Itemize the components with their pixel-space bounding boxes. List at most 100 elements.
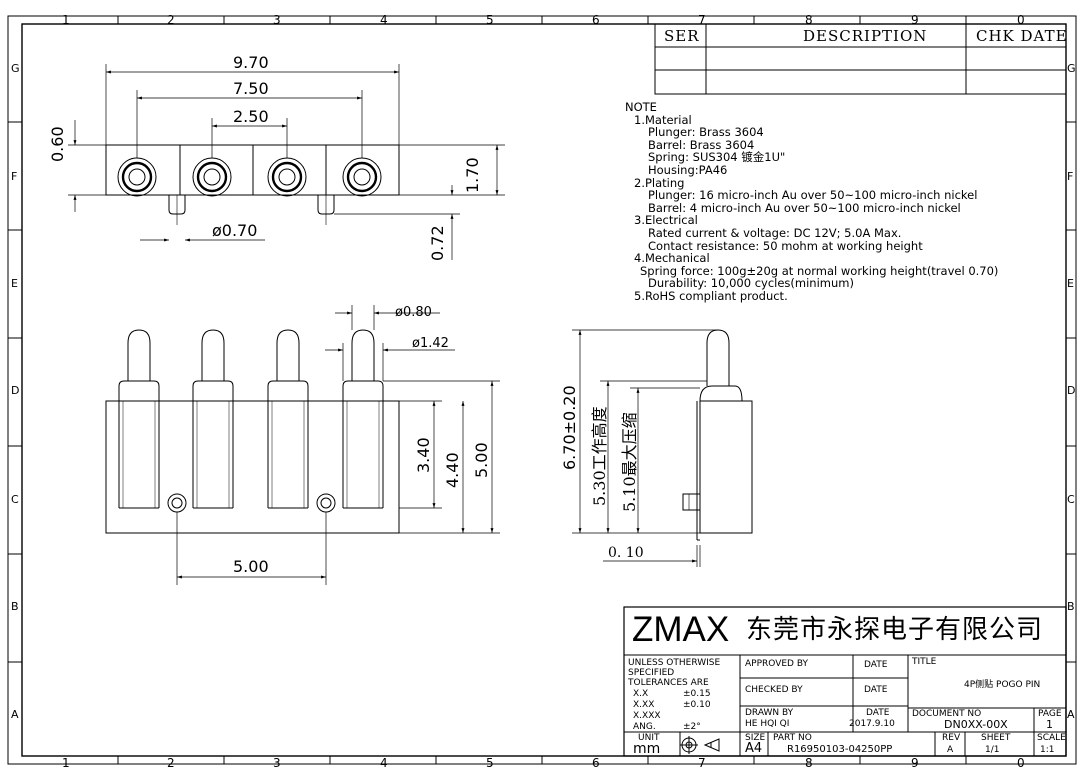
frame-row-label: F (11, 170, 18, 183)
front-view-housing (105, 400, 400, 534)
revision-table (654, 23, 1067, 95)
frame-col-label: 2 (167, 756, 175, 770)
frame-col-label: 0 (1017, 13, 1025, 27)
drawn-by-label: DRAWN BY (745, 708, 794, 718)
rev-header-ser: SER (664, 27, 700, 45)
page-value: 1 (1046, 718, 1053, 731)
frame-col-label: 8 (805, 756, 813, 770)
title-block (623, 606, 1067, 757)
frame-col-label: 6 (592, 756, 600, 770)
frame-row-label: G (1067, 62, 1076, 75)
date-label: DATE (866, 708, 890, 718)
scale-label: SCALE (1037, 733, 1066, 743)
dim-height-4-40: 4.40 (443, 452, 462, 488)
rev-header-description: DESCRIPTION (803, 27, 928, 45)
note-line: Spring force: 100g±20g at normal working… (640, 263, 999, 278)
dim-height-5-00: 5.00 (472, 442, 491, 478)
note-line: 5.RoHS compliant product. (634, 288, 788, 303)
dim-height: 1.70 (463, 157, 482, 193)
rev-label: REV (942, 733, 961, 743)
dim-working-height: 5.30工作高度 (590, 406, 609, 506)
frame-row-label: C (11, 493, 19, 506)
side-view (682, 329, 753, 541)
dim-outer-pitch: 7.50 (233, 79, 269, 98)
note-line: Barrel: 4 micro-inch Au over 50~100 micr… (648, 200, 961, 215)
dim-peg-diameter: ø0.70 (212, 221, 258, 240)
note-line: Rated current & voltage: DC 12V; 5.0A Ma… (648, 225, 902, 240)
frame-col-label: 2 (167, 13, 175, 27)
frame-col-label: 5 (486, 13, 494, 27)
notes-block: NOTE 1.Material Plunger: Brass 3604 Barr… (625, 101, 998, 303)
size-label: SIZE (745, 733, 766, 743)
frame-row-label: C (1067, 493, 1075, 506)
checked-by-label: CHECKED BY (745, 685, 803, 695)
front-view-dimensions (176, 305, 500, 585)
note-line: Contact resistance: 50 mohm at working h… (648, 238, 923, 253)
date-label: DATE (864, 660, 888, 670)
frame-zone-ticks (8, 16, 1076, 764)
note-line: 2.Plating (634, 175, 685, 190)
dim-plunger-diameter: ø0.80 (395, 305, 432, 320)
dim-peg-spacing: 5.00 (233, 557, 269, 576)
side-view-dimensions (572, 329, 718, 567)
notes-title: NOTE (625, 100, 657, 114)
note-line: 3.Electrical (634, 213, 698, 228)
note-line: Housing:PA46 (648, 162, 728, 177)
note-line: Barrel: Brass 3604 (648, 137, 755, 152)
frame-col-label: 6 (592, 13, 600, 27)
top-view (105, 144, 400, 225)
frame-row-label: A (11, 708, 19, 721)
tolerance-key: X.X (633, 689, 649, 699)
dim-total-height: 6.70±0.20 (560, 385, 579, 470)
sheet-label: SHEET (981, 733, 1011, 743)
tolerance-value: ±0.10 (683, 700, 711, 710)
size-value: A4 (745, 741, 763, 756)
frame-row-label: F (1067, 170, 1074, 183)
side-view-housing (699, 400, 753, 534)
note-line: Durability: 10,000 cycles(minimum) (648, 276, 854, 291)
unit-value: mm (633, 741, 661, 757)
dim-height-3-40: 3.40 (414, 437, 433, 473)
front-view (105, 329, 400, 534)
note-line: Plunger: Brass 3604 (648, 125, 764, 140)
dim-thickness: 0.60 (48, 126, 67, 162)
date-label: DATE (864, 685, 888, 695)
dim-pitch: 2.50 (233, 107, 269, 126)
projection-symbol-icon (680, 736, 720, 754)
dim-barrel-diameter: ø1.42 (412, 336, 449, 351)
tolerance-value: ±0.15 (683, 689, 711, 699)
frame-col-label: 1 (62, 756, 70, 770)
tolerance-key: ANG. (633, 722, 656, 732)
front-view-pins (118, 329, 384, 401)
tolerance-heading: UNLESS OTHERWISE SPECIFIED TOLERANCES AR… (628, 658, 721, 688)
frame-col-label: 3 (273, 13, 281, 27)
company-logo: ZMAX (632, 610, 730, 649)
frame-row-label: D (1067, 384, 1076, 397)
frame-col-label: 4 (380, 756, 388, 770)
unit-label: UNIT (638, 733, 660, 743)
frame-col-label: 9 (911, 756, 919, 770)
approved-by-label: APPROVED BY (745, 659, 809, 669)
frame-row-label: E (11, 277, 18, 290)
company-name: 东莞市永探电子有限公司 (746, 615, 1044, 645)
frame-row-label: B (1067, 600, 1075, 613)
frame-row-label: B (11, 600, 19, 613)
title-label: TITLE (912, 657, 937, 667)
part-no-value: R16950103-04250PP (787, 744, 893, 755)
dim-offset: 0. 10 (608, 545, 644, 561)
note-line: Spring: SUS304 镀金1U" (648, 150, 786, 165)
frame-row-label: D (11, 384, 20, 397)
frame-col-label: 5 (486, 756, 494, 770)
dim-peg-length: 0.72 (428, 225, 447, 261)
frame-col-label: 7 (698, 13, 706, 27)
rev-header-chk-date: CHK DATE (976, 27, 1068, 45)
rev-value: A (947, 745, 954, 755)
tolerance-value: ±2° (683, 722, 701, 732)
document-no-value: DN0XX-00X (944, 718, 1008, 731)
note-line: 1.Material (634, 112, 692, 127)
frame-row-label: G (11, 62, 20, 75)
note-line: 4.Mechanical (634, 251, 710, 266)
tolerance-key: X.XXX (633, 711, 661, 721)
frame-row-label: E (1067, 277, 1074, 290)
